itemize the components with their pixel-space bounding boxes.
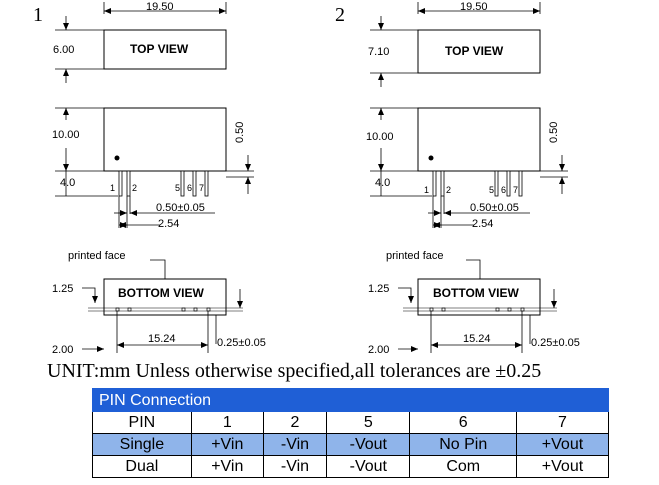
pitch-dimension: 2.54 (472, 218, 493, 230)
pin (118, 170, 123, 197)
bottom-span-dimension: 15.24 (148, 333, 176, 345)
pin (204, 170, 209, 197)
pin-thickness-dimension: 0.50 (548, 122, 560, 143)
printed-face-label: printed face (68, 250, 125, 262)
table-cell: -Vout (326, 455, 411, 478)
bottom-offset-dimension: 1.25 (52, 283, 73, 295)
pin (432, 170, 437, 197)
pin-length-dimension: 4.0 (60, 177, 75, 189)
pin1-marker (114, 155, 120, 161)
pin (192, 170, 197, 197)
top-view-label: TOP VIEW (445, 44, 504, 58)
body-height-dimension: 10.00 (52, 129, 80, 141)
top-height-dimension: 7.10 (368, 46, 389, 58)
table-header-row: PIN 1 2 5 6 7 (92, 411, 610, 434)
table-cell: -Vin (262, 455, 328, 478)
top-view-label: TOP VIEW (130, 42, 189, 56)
pitch-dimension: 2.54 (158, 218, 179, 230)
pin-label: 1 (110, 183, 115, 193)
table-cell: +Vin (190, 433, 264, 456)
top-view-outline (417, 29, 541, 74)
bottom-offset-dimension: 1.25 (368, 283, 389, 295)
body-height-dimension: 10.00 (366, 131, 394, 143)
bottom-tolerance-dimension: 0.25±0.05 (531, 337, 580, 349)
width-dimension: 19.50 (146, 1, 174, 13)
table-header-cell: 2 (262, 411, 328, 434)
top-view-outline (103, 29, 227, 70)
bottom-edge-dimension: 2.00 (368, 344, 389, 356)
bottom-view-outline (417, 278, 541, 316)
drawing-1: 1 19.50 TOP VIEW 6.00 10.00 4.0 0.50 (33, 1, 266, 356)
table-cell: +Vin (190, 455, 264, 478)
drawing-number: 2 (335, 4, 345, 26)
pin-label: 6 (187, 183, 192, 193)
pin-label: 5 (175, 183, 180, 193)
pin (126, 170, 131, 197)
drawing-number: 1 (33, 4, 43, 26)
bottom-edge-dimension: 2.00 (52, 344, 73, 356)
printed-face-label: printed face (386, 250, 443, 262)
pin-label: 2 (446, 185, 451, 195)
top-height-dimension: 6.00 (53, 44, 74, 56)
table-cell: +Vout (515, 455, 610, 478)
units-note: UNIT:mm Unless otherwise specified,all t… (47, 360, 542, 382)
pin-label: 5 (489, 185, 494, 195)
pin-width-dimension: 0.50±0.05 (470, 202, 519, 214)
drawing-2: 2 19.50 TOP VIEW 7.10 10.00 4.0 0.50 1 (335, 1, 580, 356)
bottom-view-label: BOTTOM VIEW (118, 286, 204, 300)
bottom-view-outline (103, 278, 227, 316)
table-header-cell: PIN (92, 411, 192, 434)
pin-thickness-dimension: 0.50 (234, 122, 246, 143)
pin (440, 170, 445, 197)
pin-label: 1 (424, 185, 429, 195)
table-cell: Single (92, 433, 192, 456)
table-cell: +Vout (515, 433, 610, 456)
side-view-outline (103, 107, 227, 172)
table-row: Dual +Vin -Vin -Vout Com +Vout (92, 455, 610, 478)
pin (506, 170, 511, 197)
pin (494, 170, 499, 197)
pin (518, 170, 523, 197)
table-cell: -Vout (326, 433, 411, 456)
table-cell: Dual (92, 455, 192, 478)
pin-connection-table: PIN Connection PIN 1 2 5 6 7 Single +Vin… (92, 388, 610, 478)
pin-label: 7 (513, 185, 518, 195)
table-cell: No Pin (409, 433, 517, 456)
pin-length-dimension: 4.0 (375, 177, 390, 189)
pin (180, 170, 185, 197)
pin1-marker (428, 155, 434, 161)
pin-label: 6 (501, 185, 506, 195)
bottom-span-dimension: 15.24 (463, 333, 491, 345)
pin-label: 7 (199, 183, 204, 193)
table-row: Single +Vin -Vin -Vout No Pin +Vout (92, 433, 610, 456)
side-view-outline (417, 107, 541, 172)
table-title-row: PIN Connection (92, 388, 609, 412)
table-title: PIN Connection (92, 388, 609, 412)
width-dimension: 19.50 (460, 1, 488, 13)
pin-label: 2 (132, 183, 137, 193)
table-header-cell: 7 (515, 411, 610, 434)
bottom-view-label: BOTTOM VIEW (433, 286, 519, 300)
bottom-tolerance-dimension: 0.25±0.05 (217, 337, 266, 349)
table-header-cell: 5 (326, 411, 411, 434)
pin-width-dimension: 0.50±0.05 (156, 202, 205, 214)
table-cell: -Vin (262, 433, 328, 456)
table-header-cell: 1 (190, 411, 264, 434)
table-cell: Com (409, 455, 517, 478)
table-header-cell: 6 (409, 411, 517, 434)
